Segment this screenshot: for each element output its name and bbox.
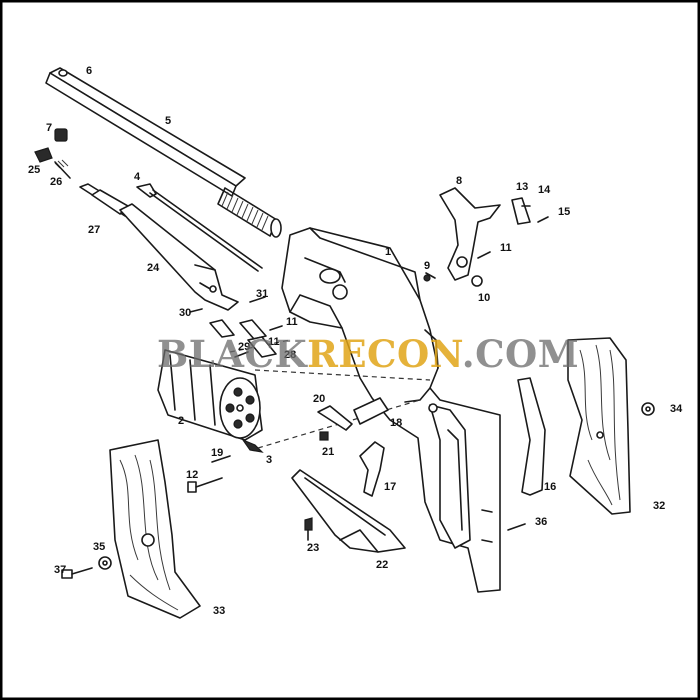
part-label: 14 <box>538 184 551 196</box>
part-label: 23 <box>307 542 319 554</box>
loading-lever <box>79 183 239 311</box>
part-label: 12 <box>186 469 198 481</box>
cylinder-part <box>157 349 263 441</box>
part-label: 27 <box>88 224 100 236</box>
part-label: 37 <box>54 564 66 576</box>
part-label: 21 <box>322 446 334 458</box>
watermark-part1: BLACK <box>157 332 308 376</box>
part-label: 33 <box>213 605 225 617</box>
screws-left <box>187 455 231 493</box>
revolver-frame <box>281 227 501 593</box>
part-label: 26 <box>50 176 62 188</box>
part-label: 30 <box>179 307 191 319</box>
part-label: 9 <box>424 260 430 272</box>
part-label: 16 <box>544 481 556 493</box>
part-label: 29 <box>238 341 250 353</box>
part-label: 1 <box>385 246 391 258</box>
part-label: 25 <box>28 164 40 176</box>
part-label: 36 <box>535 516 547 528</box>
part-label: 8 <box>456 175 462 187</box>
part-label: 31 <box>256 288 268 300</box>
part-label: 17 <box>384 481 396 493</box>
loading-lever-rod <box>136 183 263 272</box>
part-label: 32 <box>653 500 665 512</box>
part-label: 13 <box>516 181 528 193</box>
part-label: 20 <box>313 393 325 405</box>
part-label: 11 <box>286 316 298 328</box>
cylinder-pin-part <box>241 438 264 453</box>
part-label: 19 <box>211 447 223 459</box>
part-label: 18 <box>390 417 402 429</box>
part-label: 7 <box>46 122 52 134</box>
trigger-small-parts <box>425 197 549 287</box>
hammer-part <box>439 187 501 281</box>
hammer-nut-part <box>423 274 431 282</box>
part-label: 15 <box>558 206 570 218</box>
watermark-part3: .COM <box>462 332 580 376</box>
right-grip-panel <box>567 337 631 515</box>
grip-screws <box>61 402 655 579</box>
mainspring-part <box>517 377 546 496</box>
part-label: 3 <box>266 454 272 466</box>
part-label: 11 <box>268 336 280 348</box>
part-label: 35 <box>93 541 105 553</box>
part-label: 4 <box>134 171 141 183</box>
watermark-part2: RECON <box>307 332 463 376</box>
watermark-text: BLACKRECON.COM <box>157 332 579 376</box>
part-label: 24 <box>147 262 160 274</box>
part-label: 5 <box>165 115 171 127</box>
part-label: 6 <box>86 65 92 77</box>
barrel-part <box>45 67 282 238</box>
small-parts-top-left <box>34 128 71 179</box>
part-label: 34 <box>670 403 683 415</box>
part-label: 22 <box>376 559 388 571</box>
part-label: 2 <box>178 415 184 427</box>
small-screws-middle <box>189 296 283 358</box>
left-grip-panel <box>109 439 201 619</box>
part-label: 11 <box>500 242 512 254</box>
part-label: 28 <box>284 349 296 361</box>
mid-small-parts <box>317 397 389 441</box>
trigger-part <box>359 441 385 497</box>
part-label: 10 <box>478 292 490 304</box>
trigger-guard-part <box>291 469 406 553</box>
